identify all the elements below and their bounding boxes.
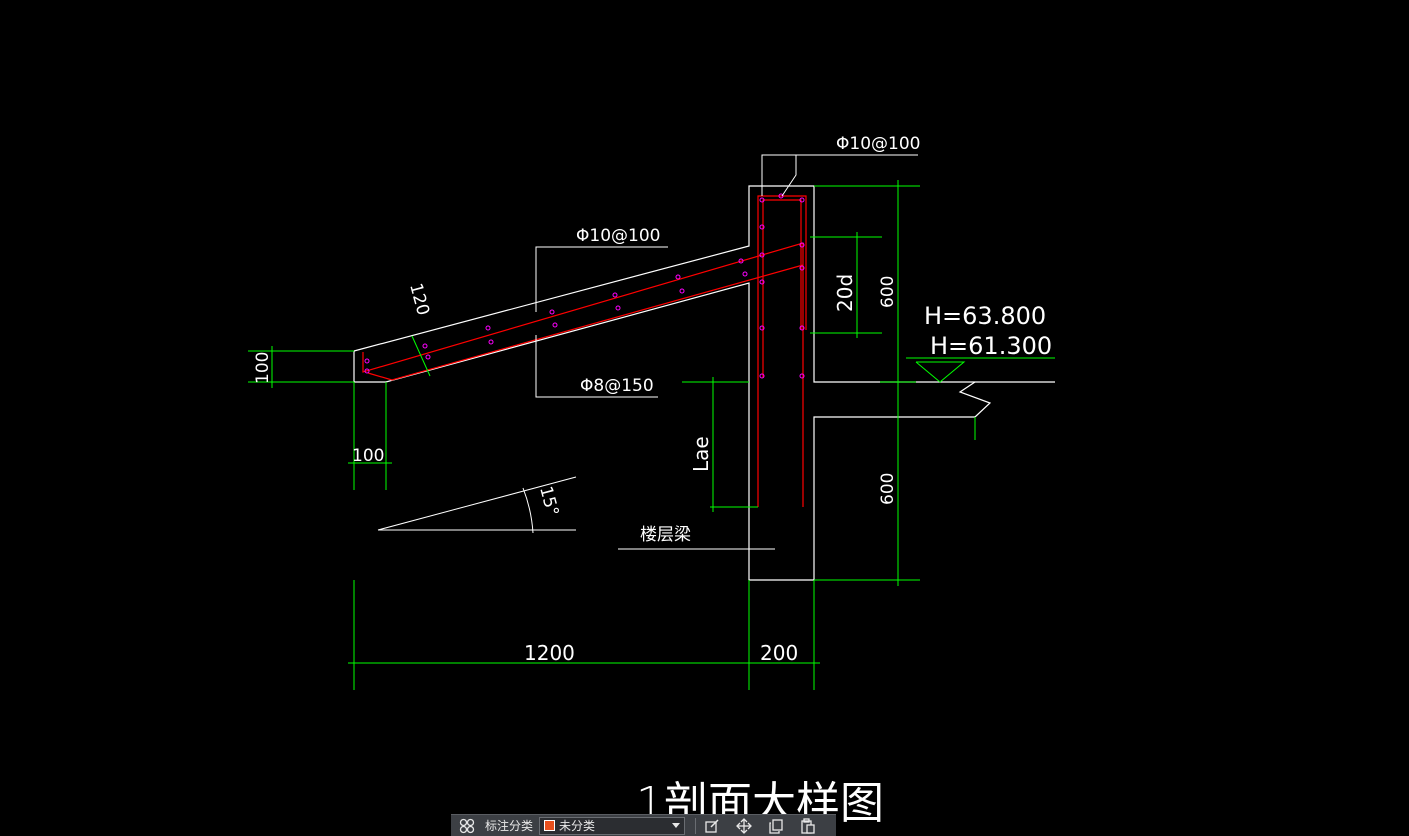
chevron-down-icon	[672, 823, 681, 828]
category-color-swatch	[544, 820, 556, 831]
rebar-dots	[364, 193, 805, 379]
beam-bottom-height-label: 600	[878, 473, 898, 505]
annotation-toolbar: 标注分类 未分类	[451, 814, 836, 836]
concrete-outline	[353, 185, 1055, 581]
rebar-label-slab-bottom: Φ8@150	[580, 376, 654, 396]
leader-lines	[377, 154, 918, 550]
toolbar-divider	[695, 817, 697, 834]
rebar-label-top-right: Φ10@100	[836, 134, 920, 154]
span-dimension-label: 1200	[524, 641, 575, 665]
edge-height-label: 100	[253, 352, 273, 384]
copy-icon[interactable]	[766, 817, 786, 835]
beam-label: 楼层梁	[640, 525, 691, 545]
rebar-label-slab-top: Φ10@100	[576, 226, 660, 246]
paste-icon[interactable]	[798, 817, 818, 835]
angle-label: 15°	[535, 484, 562, 518]
slab-thickness-label: 120	[405, 281, 433, 318]
category-select-value: 未分类	[559, 819, 596, 833]
edit-icon[interactable]	[702, 817, 722, 835]
beam-width-dimension-label: 200	[760, 641, 798, 665]
elevation-top-label: H=63.800	[924, 302, 1046, 330]
elevation-bottom-label: H=61.300	[930, 332, 1052, 360]
dimension-lines	[248, 180, 1055, 690]
move-icon[interactable]	[734, 817, 754, 835]
edge-width-label: 100	[352, 446, 384, 466]
category-label: 标注分类	[485, 819, 534, 833]
beam-top-height-label: 600	[878, 276, 898, 308]
category-select[interactable]: 未分类	[539, 816, 686, 835]
lae-label: Lae	[689, 436, 713, 472]
grid-icon[interactable]	[457, 817, 477, 835]
anchor-length-label: 20d	[833, 274, 857, 312]
